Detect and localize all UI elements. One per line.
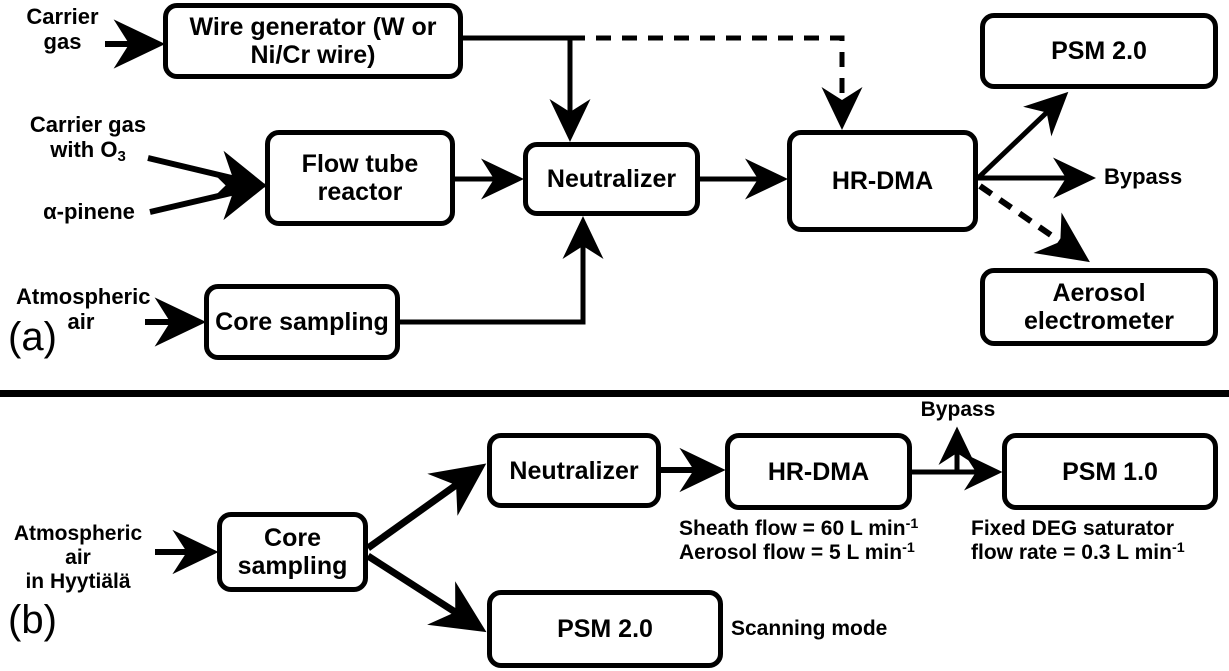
node-wire-generator[interactable]: Wire generator (W or Ni/Cr wire) — [163, 3, 463, 79]
input-label-alpha-pinene: α-pinene — [43, 199, 135, 224]
annotation-dma-flows-line2-sup: -1 — [902, 540, 915, 557]
node-psm-20-b[interactable]: PSM 2.0 — [487, 590, 723, 668]
node-neutralizer-b[interactable]: Neutralizer — [487, 433, 661, 508]
input-label-atmospheric-air: Atmospheric air — [16, 284, 151, 335]
annotation-psm-flows-line1: Fixed DEG saturator — [971, 517, 1175, 540]
edge-core-sampling-to-neutralizer-b — [365, 463, 487, 551]
edge-core-sampling-to-neutralizer — [400, 216, 604, 325]
annotation-dma-flows-line1: Sheath flow = 60 L min — [679, 517, 906, 540]
node-flow-tube-reactor[interactable]: Flow tube reactor — [265, 130, 455, 226]
panel-divider — [0, 390, 1229, 397]
node-psm-20[interactable]: PSM 2.0 — [980, 13, 1218, 89]
node-neutralizer[interactable]: Neutralizer — [523, 142, 700, 216]
edge-wire-generator-to-hr-dma-dashed — [570, 35, 863, 130]
output-label-bypass-b: Bypass — [920, 398, 996, 421]
output-label-bypass: Bypass — [1104, 164, 1183, 189]
edge-hr-dma-to-aerosol-electrometer — [978, 183, 1090, 263]
edge-hr-dma-to-psm20 — [976, 91, 1069, 180]
node-psm-10[interactable]: PSM 1.0 — [1002, 433, 1218, 510]
panel-label-a: (a) — [8, 315, 57, 359]
input-label-carrier-gas: Carrier gas — [26, 4, 99, 55]
node-core-sampling-b[interactable]: Core sampling — [217, 512, 368, 592]
annotation-psm-flows-line2: flow rate = 0.3 L min — [971, 541, 1172, 565]
edge-alpha-pinene-to-flow-tube — [149, 172, 269, 221]
edge-carrier-gas-o3-to-flow-tube — [147, 150, 269, 199]
node-core-sampling[interactable]: Core sampling — [204, 284, 400, 360]
annotation-psm-flows-line2-sup: -1 — [1171, 540, 1185, 557]
annotation-dma-flows-line2: Aerosol flow = 5 L min — [679, 541, 903, 565]
edge-core-sampling-to-psm20-b — [366, 553, 487, 633]
input-label-atmospheric-air-hyytiala: Atmospheric air in Hyytiälä — [13, 522, 143, 594]
annotation-scanning-mode: Scanning mode — [731, 617, 888, 640]
panel-label-b: (b) — [8, 598, 57, 642]
node-hr-dma[interactable]: HR-DMA — [787, 130, 978, 232]
node-hr-dma-b[interactable]: HR-DMA — [725, 433, 912, 510]
node-aerosol-electrometer[interactable]: Aerosol electrometer — [980, 268, 1218, 346]
annotation-dma-flows-line1-sup: -1 — [905, 516, 919, 533]
